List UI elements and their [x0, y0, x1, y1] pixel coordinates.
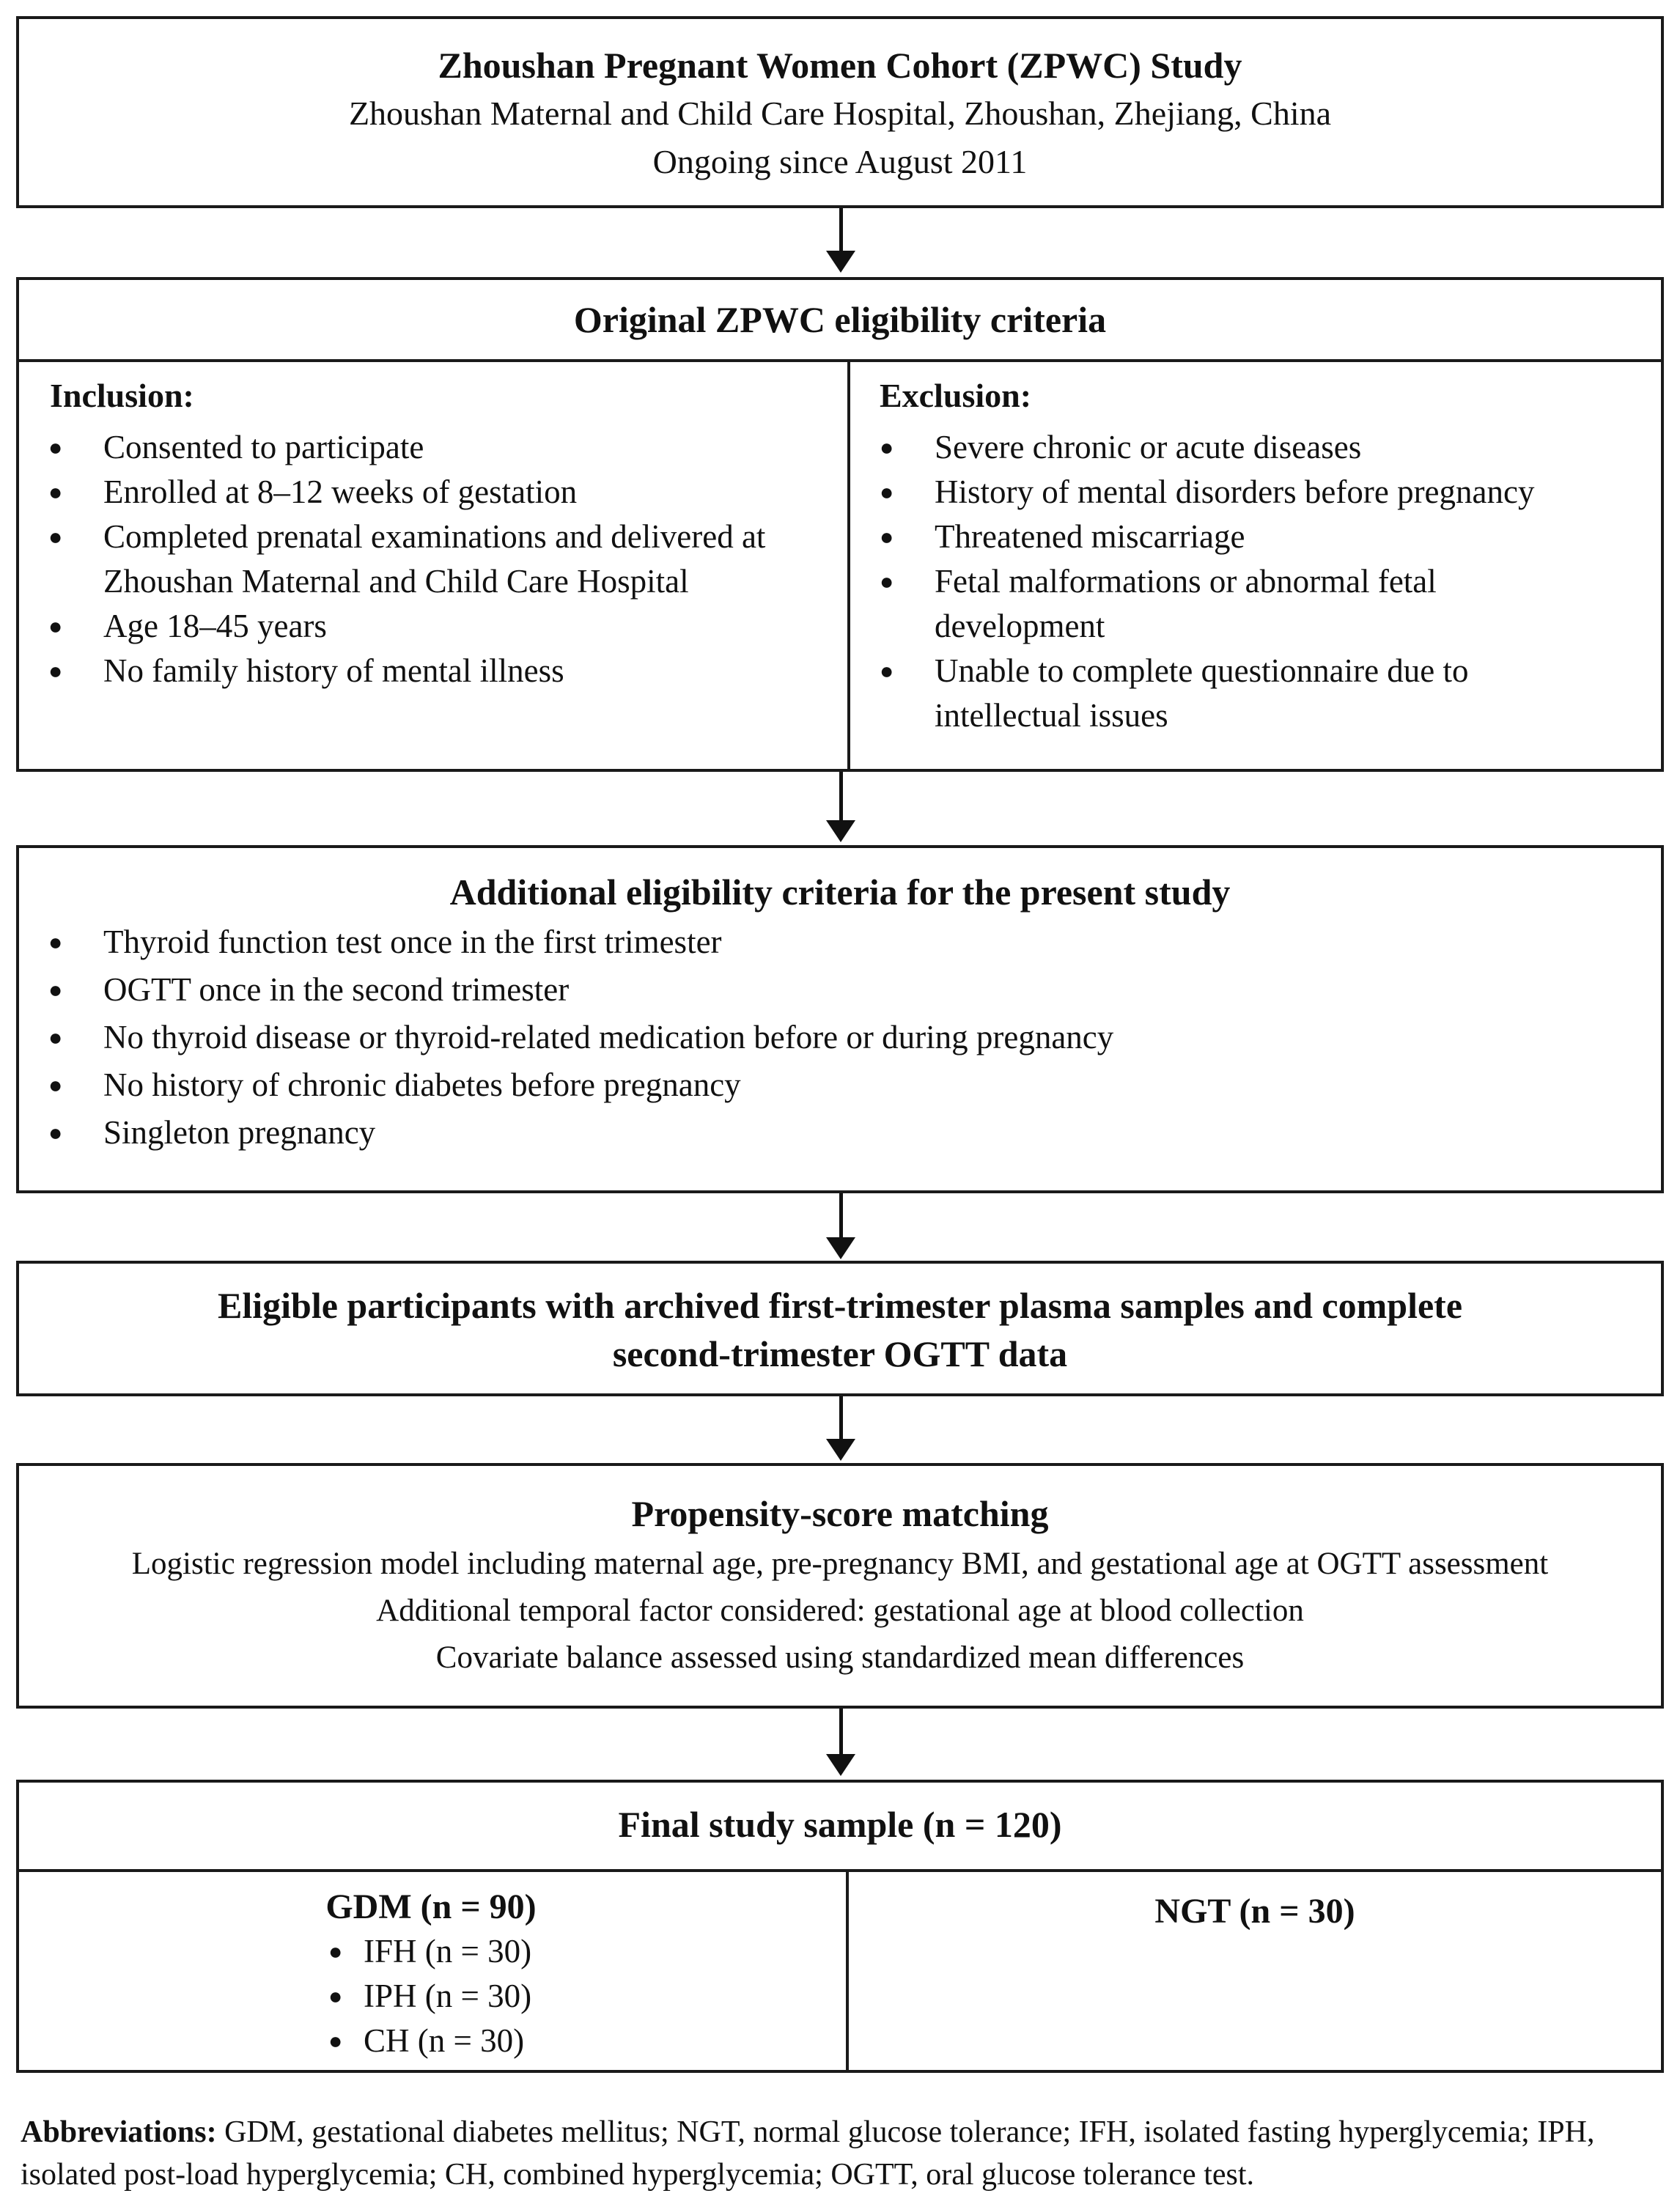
eligible-participants-box: Eligible participants with archived firs…: [16, 1261, 1664, 1396]
list-item: Completed prenatal examinations and deli…: [19, 515, 840, 604]
abbreviations-label: Abbreviations:: [21, 2115, 217, 2149]
matching-box: Propensity-score matching Logistic regre…: [16, 1463, 1664, 1709]
list-item: Unable to complete questionnaire due to …: [850, 649, 1657, 738]
list-item: History of mental disorders before pregn…: [850, 470, 1657, 515]
arrow-1: [826, 208, 855, 273]
ngt-column: NGT (n = 30): [849, 1890, 1661, 1934]
list-item: Singleton pregnancy: [19, 1109, 1661, 1157]
list-item: IFH (n = 30): [320, 1929, 843, 1974]
gdm-heading: GDM (n = 90): [325, 1887, 537, 1926]
exclusion-list: Severe chronic or acute diseases History…: [850, 425, 1657, 738]
inclusion-list: Consented to participate Enrolled at 8–1…: [19, 425, 840, 693]
list-item: IPH (n = 30): [320, 1974, 843, 2019]
final-header-divider: [19, 1869, 1661, 1872]
arrow-4: [826, 1396, 855, 1461]
matching-line-2: Additional temporal factor considered: g…: [376, 1593, 1304, 1628]
matching-line-1: Logistic regression model including mate…: [131, 1547, 1549, 1581]
final-column-divider: [846, 1869, 849, 2070]
inclusion-heading: Inclusion:: [50, 377, 194, 414]
eligible-line-1: Eligible participants with archived firs…: [217, 1285, 1463, 1326]
cohort-location: Zhoushan Maternal and Child Care Hospita…: [348, 95, 1332, 132]
list-item: Age 18–45 years: [19, 604, 840, 649]
eligibility-title: Original ZPWC eligibility criteria: [573, 299, 1107, 340]
gdm-column: GDM (n = 90) IFH (n = 30) IPH (n = 30) C…: [19, 1885, 843, 2063]
matching-title: Propensity-score matching: [631, 1493, 1049, 1534]
list-item: No thyroid disease or thyroid-related me…: [19, 1014, 1661, 1061]
abbreviations-footnote: Abbreviations: GDM, gestational diabetes…: [21, 2111, 1662, 2196]
cohort-title: Zhoushan Pregnant Women Cohort (ZPWC) St…: [438, 45, 1242, 86]
ngt-heading: NGT (n = 30): [1154, 1892, 1355, 1931]
cohort-since: Ongoing since August 2011: [652, 143, 1028, 180]
arrow-5: [826, 1709, 855, 1776]
final-sample-box: Final study sample (n = 120) GDM (n = 90…: [16, 1780, 1664, 2073]
list-item: Fetal malformations or abnormal fetal de…: [850, 559, 1657, 649]
eligibility-header-divider: [19, 359, 1661, 362]
inclusion-column: Inclusion: Consented to participate Enro…: [19, 374, 840, 693]
eligible-line-2: second-trimester OGTT data: [612, 1333, 1068, 1374]
exclusion-heading: Exclusion:: [880, 377, 1032, 414]
additional-list: Thyroid function test once in the first …: [19, 918, 1661, 1157]
eligibility-box: Original ZPWC eligibility criteria Inclu…: [16, 277, 1664, 772]
additional-title: Additional eligibility criteria for the …: [449, 872, 1231, 913]
matching-line-3: Covariate balance assessed using standar…: [435, 1640, 1245, 1675]
gdm-subgroups: IFH (n = 30) IPH (n = 30) CH (n = 30): [320, 1929, 843, 2063]
list-item: Consented to participate: [19, 425, 840, 470]
list-item: Severe chronic or acute diseases: [850, 425, 1657, 470]
final-title: Final study sample (n = 120): [618, 1804, 1062, 1845]
abbreviations-text: GDM, gestational diabetes mellitus; NGT,…: [21, 2115, 1595, 2192]
list-item: Enrolled at 8–12 weeks of gestation: [19, 470, 840, 515]
eligibility-column-divider: [847, 359, 850, 769]
cohort-box: Zhoushan Pregnant Women Cohort (ZPWC) St…: [16, 16, 1664, 208]
list-item: No family history of mental illness: [19, 649, 840, 693]
list-item: Thyroid function test once in the first …: [19, 918, 1661, 966]
additional-criteria-box: Additional eligibility criteria for the …: [16, 845, 1664, 1193]
arrow-2: [826, 772, 855, 842]
list-item: No history of chronic diabetes before pr…: [19, 1061, 1661, 1109]
arrow-3: [826, 1193, 855, 1259]
list-item: Threatened miscarriage: [850, 515, 1657, 559]
exclusion-column: Exclusion: Severe chronic or acute disea…: [850, 374, 1657, 738]
list-item: OGTT once in the second trimester: [19, 966, 1661, 1014]
list-item: CH (n = 30): [320, 2019, 843, 2063]
